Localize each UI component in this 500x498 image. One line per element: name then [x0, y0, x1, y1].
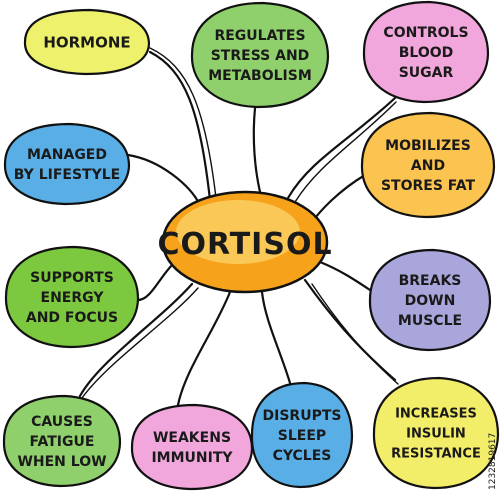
node-increases: INCREASES INSULIN RESISTANCE — [372, 376, 500, 490]
node-blob-managed — [3, 122, 131, 206]
node-blob-regulates — [190, 1, 330, 109]
node-breaks: BREAKS DOWN MUSCLE — [368, 248, 492, 352]
connector-disrupts — [260, 290, 292, 385]
node-blob-hormone — [23, 8, 151, 76]
node-label-increases-1: INSULIN — [406, 427, 466, 442]
node-label-disrupts-1: SLEEP — [278, 428, 326, 444]
connector-managed — [126, 153, 202, 207]
node-label-increases-2: RESISTANCE — [391, 447, 481, 462]
node-supports: SUPPORTS ENERGY AND FOCUS — [4, 245, 140, 349]
center-highlight — [176, 200, 300, 264]
node-label-managed-1: BY LIFESTYLE — [14, 167, 120, 183]
node-disrupts: DISRUPTS SLEEP CYCLES — [250, 381, 354, 489]
node-managed: MANAGED BY LIFESTYLE — [3, 122, 131, 206]
node-label-supports-2: AND FOCUS — [26, 310, 118, 326]
connector-sketch-3 — [311, 283, 399, 385]
node-blob-controls — [362, 0, 490, 104]
connector-supports — [136, 263, 174, 302]
connector-sketch-2 — [81, 287, 199, 399]
node-label-managed-0: MANAGED — [27, 147, 107, 163]
node-label-breaks-2: MUSCLE — [398, 313, 462, 329]
watermark-text: 1232819617 — [488, 433, 497, 490]
node-label-controls-0: CONTROLS — [383, 25, 468, 41]
connector-breaks — [318, 260, 372, 292]
node-label-supports-0: SUPPORTS — [30, 270, 114, 286]
node-label-disrupts-2: CYCLES — [273, 448, 332, 464]
node-label-regulates-0: REGULATES — [214, 28, 305, 44]
connector-hormone — [148, 50, 212, 202]
node-regulates: REGULATES STRESS AND METABOLISM — [190, 1, 330, 109]
node-mobilizes: MOBILIZES AND STORES FAT — [360, 111, 496, 219]
node-blob-breaks — [368, 248, 492, 352]
node-weakens: WEAKENS IMMUNITY — [130, 403, 254, 491]
node-hormone: HORMONE — [23, 8, 151, 76]
connector-regulates — [252, 106, 262, 194]
node-label-controls-1: BLOOD — [399, 45, 454, 61]
connector-sketch-0 — [149, 47, 217, 199]
node-label-controls-2: SUGAR — [399, 65, 454, 81]
center-label: CORTISOL — [157, 227, 332, 262]
node-label-supports-1: ENERGY — [41, 290, 105, 306]
node-label-mobilizes-0: MOBILIZES — [385, 138, 471, 154]
node-label-weakens-1: IMMUNITY — [151, 450, 233, 466]
center-node-cortisol: CORTISOL — [157, 190, 332, 294]
node-label-mobilizes-1: AND — [411, 158, 445, 174]
connector-weakens — [176, 290, 232, 407]
connector-controls — [286, 96, 397, 200]
node-label-fatigue-1: FATIGUE — [30, 434, 95, 450]
node-label-increases-0: INCREASES — [395, 407, 477, 422]
node-label-regulates-2: METABOLISM — [208, 68, 312, 84]
node-label-disrupts-0: DISRUPTS — [263, 408, 342, 424]
node-label-fatigue-2: WHEN LOW — [17, 454, 106, 470]
connector-fatigue — [78, 282, 194, 398]
node-blob-weakens — [130, 403, 254, 491]
node-label-fatigue-0: CAUSES — [31, 414, 93, 430]
connector-sketch-1 — [294, 101, 397, 203]
node-label-weakens-0: WEAKENS — [153, 430, 231, 446]
node-blob-increases — [372, 376, 500, 490]
watermark: 1232819617 — [487, 372, 498, 492]
node-label-breaks-1: DOWN — [405, 293, 456, 309]
node-label-regulates-1: STRESS AND — [211, 48, 310, 64]
node-controls: CONTROLS BLOOD SUGAR — [362, 0, 490, 104]
node-blob-supports — [4, 245, 140, 349]
node-blob-fatigue — [2, 394, 122, 488]
node-label-hormone-0: HORMONE — [43, 33, 130, 51]
connector-lines — [78, 47, 399, 407]
node-label-mobilizes-2: STORES FAT — [381, 178, 476, 194]
node-blob-disrupts — [250, 381, 354, 489]
node-fatigue: CAUSES FATIGUE WHEN LOW — [2, 394, 122, 488]
node-blob-mobilizes — [360, 111, 496, 219]
node-label-breaks-0: BREAKS — [399, 273, 462, 289]
